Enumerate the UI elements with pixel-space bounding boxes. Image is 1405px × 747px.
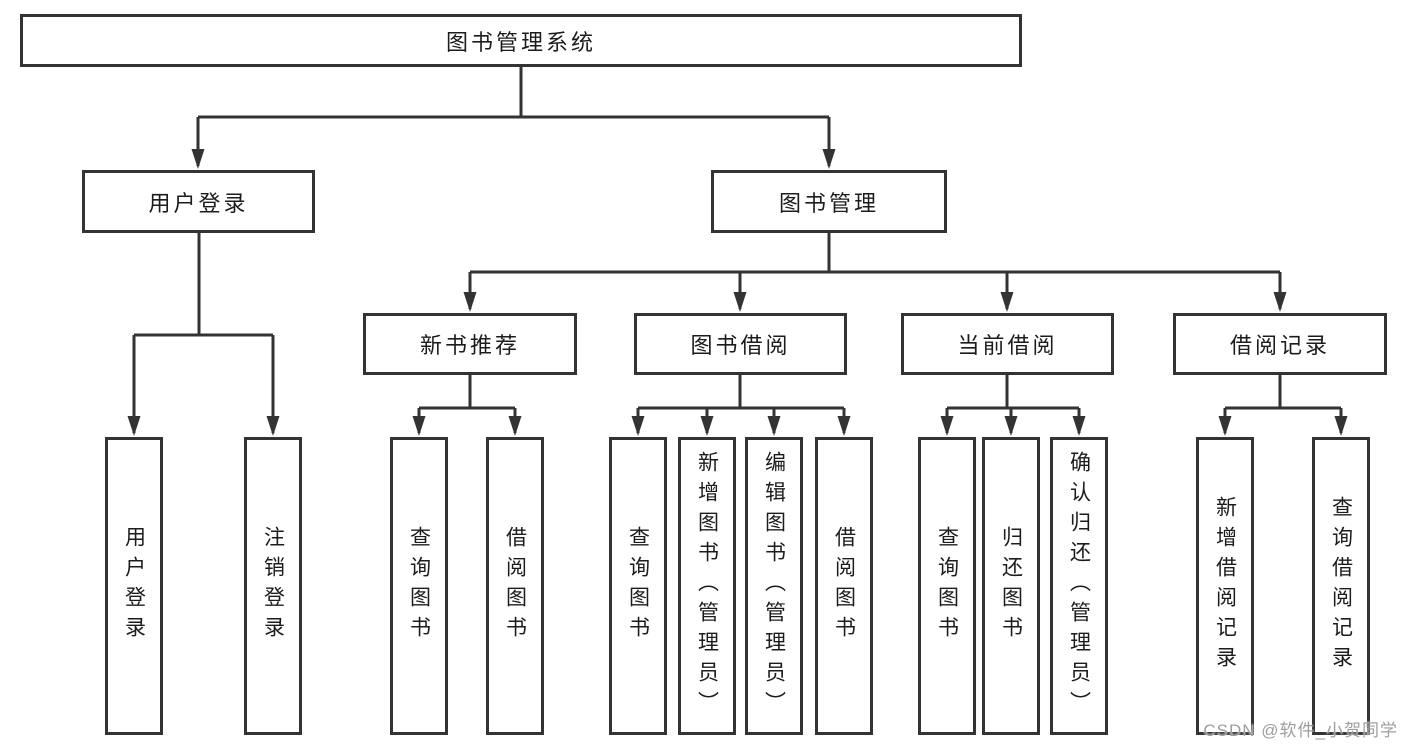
node-borrow-records: 借阅记录 [1173, 313, 1387, 375]
leaf-label: 注销登录 [261, 526, 285, 646]
node-label: 当前借阅 [957, 333, 1058, 358]
node-label: 图书管理系统 [445, 29, 596, 55]
node-current-borrow: 当前借阅 [901, 313, 1114, 375]
leaf-label: 借阅图书 [503, 526, 527, 646]
leaf-query-borrow-record: 查询借阅记录 [1312, 437, 1370, 735]
node-label: 图书借阅 [690, 333, 791, 358]
leaf-user-login: 用户登录 [105, 437, 163, 735]
leaf-query-books-3: 查询图书 [918, 437, 976, 735]
leaf-label: 确认归还（管理员） [1067, 451, 1091, 721]
leaf-label: 查询图书 [407, 526, 431, 646]
node-label: 借阅记录 [1229, 333, 1330, 358]
node-label: 图书管理 [778, 190, 879, 216]
node-library-management-system: 图书管理系统 [20, 14, 1022, 67]
leaf-edit-books-admin: 编辑图书（管理员） [745, 437, 803, 735]
leaf-logout: 注销登录 [244, 437, 302, 735]
leaf-label: 用户登录 [122, 526, 146, 646]
leaf-label: 编辑图书（管理员） [762, 451, 786, 721]
leaf-borrow-books-1: 借阅图书 [486, 437, 544, 735]
node-user-login: 用户登录 [82, 170, 315, 233]
leaf-label: 查询图书 [626, 526, 650, 646]
leaf-add-books-admin: 新增图书（管理员） [678, 437, 736, 735]
node-new-book-recommend: 新书推荐 [363, 313, 577, 375]
leaf-label: 查询借阅记录 [1329, 496, 1353, 676]
node-book-borrow: 图书借阅 [634, 313, 847, 375]
leaf-label: 归还图书 [999, 526, 1023, 646]
leaf-borrow-books-2: 借阅图书 [815, 437, 873, 735]
leaf-query-books-2: 查询图书 [609, 437, 667, 735]
leaf-label: 新增图书（管理员） [695, 451, 719, 721]
leaf-add-borrow-record: 新增借阅记录 [1196, 437, 1254, 735]
leaf-label: 借阅图书 [832, 526, 856, 646]
node-label: 新书推荐 [419, 333, 520, 358]
node-book-management: 图书管理 [711, 170, 947, 233]
csdn-watermark: CSDN @软件_小贺同学 [1203, 721, 1398, 740]
leaf-label: 查询图书 [935, 526, 959, 646]
node-label: 用户登录 [148, 190, 249, 216]
leaf-return-books: 归还图书 [982, 437, 1040, 735]
leaf-label: 新增借阅记录 [1213, 496, 1237, 676]
leaf-confirm-return-admin: 确认归还（管理员） [1050, 437, 1108, 735]
leaf-query-books-1: 查询图书 [390, 437, 448, 735]
